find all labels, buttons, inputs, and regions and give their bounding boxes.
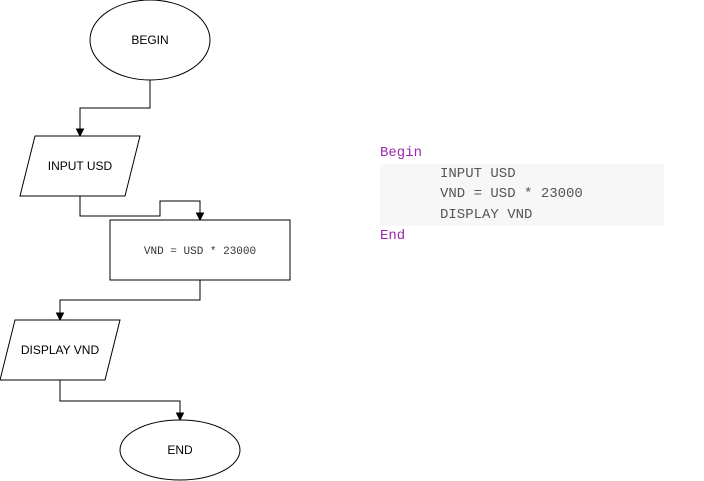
end-ellipse: [119, 419, 241, 481]
edge-input-to-process: [79, 196, 201, 217]
pseudocode-block: Begin INPUT USD VND = USD * 23000 DISPLA…: [380, 143, 664, 247]
pseudocode-line-compute: VND = USD * 23000: [380, 184, 664, 206]
pseudocode-end: End: [380, 227, 406, 244]
end-node[interactable]: END: [119, 419, 241, 481]
arrowhead-display: [55, 312, 65, 322]
process-node[interactable]: VND = USD * 23000: [109, 219, 291, 281]
arrowhead-input: [75, 128, 85, 138]
input-node[interactable]: INPUT USD: [19, 135, 141, 197]
display-parallelogram: [0, 319, 121, 381]
display-label: DISPLAY VND: [21, 343, 100, 357]
end-label: END: [167, 443, 193, 457]
pseudocode-begin: Begin: [380, 145, 423, 161]
edge-begin-to-input: [79, 80, 151, 130]
input-label: INPUT USD: [48, 159, 113, 173]
edge-display-to-end: [59, 380, 181, 414]
begin-ellipse: [89, 0, 211, 81]
edge-process-to-display: [59, 280, 201, 314]
arrowhead-process: [195, 212, 205, 222]
begin-node[interactable]: BEGIN: [89, 0, 211, 81]
begin-label: BEGIN: [131, 33, 168, 47]
display-node[interactable]: DISPLAY VND: [0, 319, 121, 381]
pseudocode-line-display: DISPLAY VND: [380, 205, 664, 226]
process-rect: [109, 219, 291, 281]
input-parallelogram: [19, 135, 141, 197]
arrowhead-end: [175, 412, 185, 422]
pseudocode-line-input: INPUT USD: [380, 163, 664, 185]
process-label: VND = USD * 23000: [144, 246, 256, 258]
